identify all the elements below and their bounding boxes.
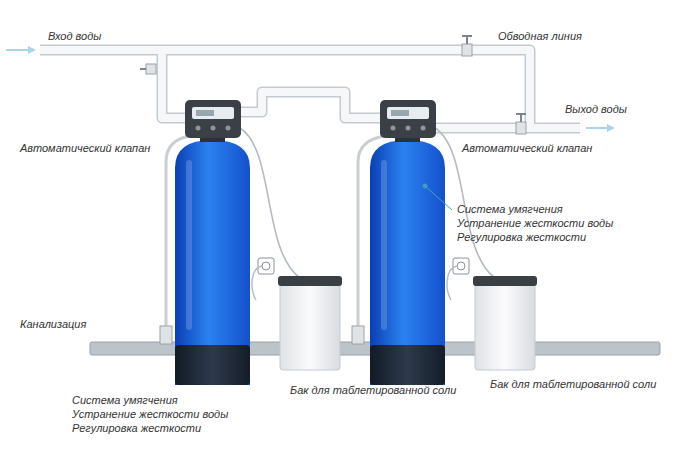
label-text: Бак для таблетированной соли xyxy=(290,384,456,397)
label-text: Выход воды xyxy=(565,103,627,116)
softener-tank xyxy=(370,140,445,385)
leader-line xyxy=(423,184,452,210)
label-text: Регулировка жесткости xyxy=(457,231,586,244)
label-text: Система умягчения xyxy=(457,203,563,216)
label-text: Регулировка жесткости xyxy=(72,422,201,435)
drain-fitting xyxy=(160,326,172,344)
salt-tank xyxy=(473,276,537,370)
label-text: Автоматический клапан xyxy=(462,142,592,155)
flow-arrow xyxy=(6,46,615,132)
label-text: Система умягчения xyxy=(72,394,178,407)
pipework xyxy=(40,50,580,128)
label-text: Устранение жесткости воды xyxy=(457,217,613,230)
softener-tank xyxy=(175,140,250,385)
automatic-valve xyxy=(185,100,241,142)
label-text: Канализация xyxy=(20,318,86,331)
label-text: Обводная линия xyxy=(498,30,582,43)
automatic-valve xyxy=(380,100,436,142)
label-text: Вход воды xyxy=(48,30,101,43)
salt-tank xyxy=(278,276,342,370)
label-text: Устранение жесткости воды xyxy=(72,408,228,421)
label-text: Автоматический клапан xyxy=(20,142,150,155)
drain-fitting xyxy=(352,326,364,344)
label-text: Бак для таблетированной соли xyxy=(490,378,656,391)
brine-tube xyxy=(240,128,495,278)
